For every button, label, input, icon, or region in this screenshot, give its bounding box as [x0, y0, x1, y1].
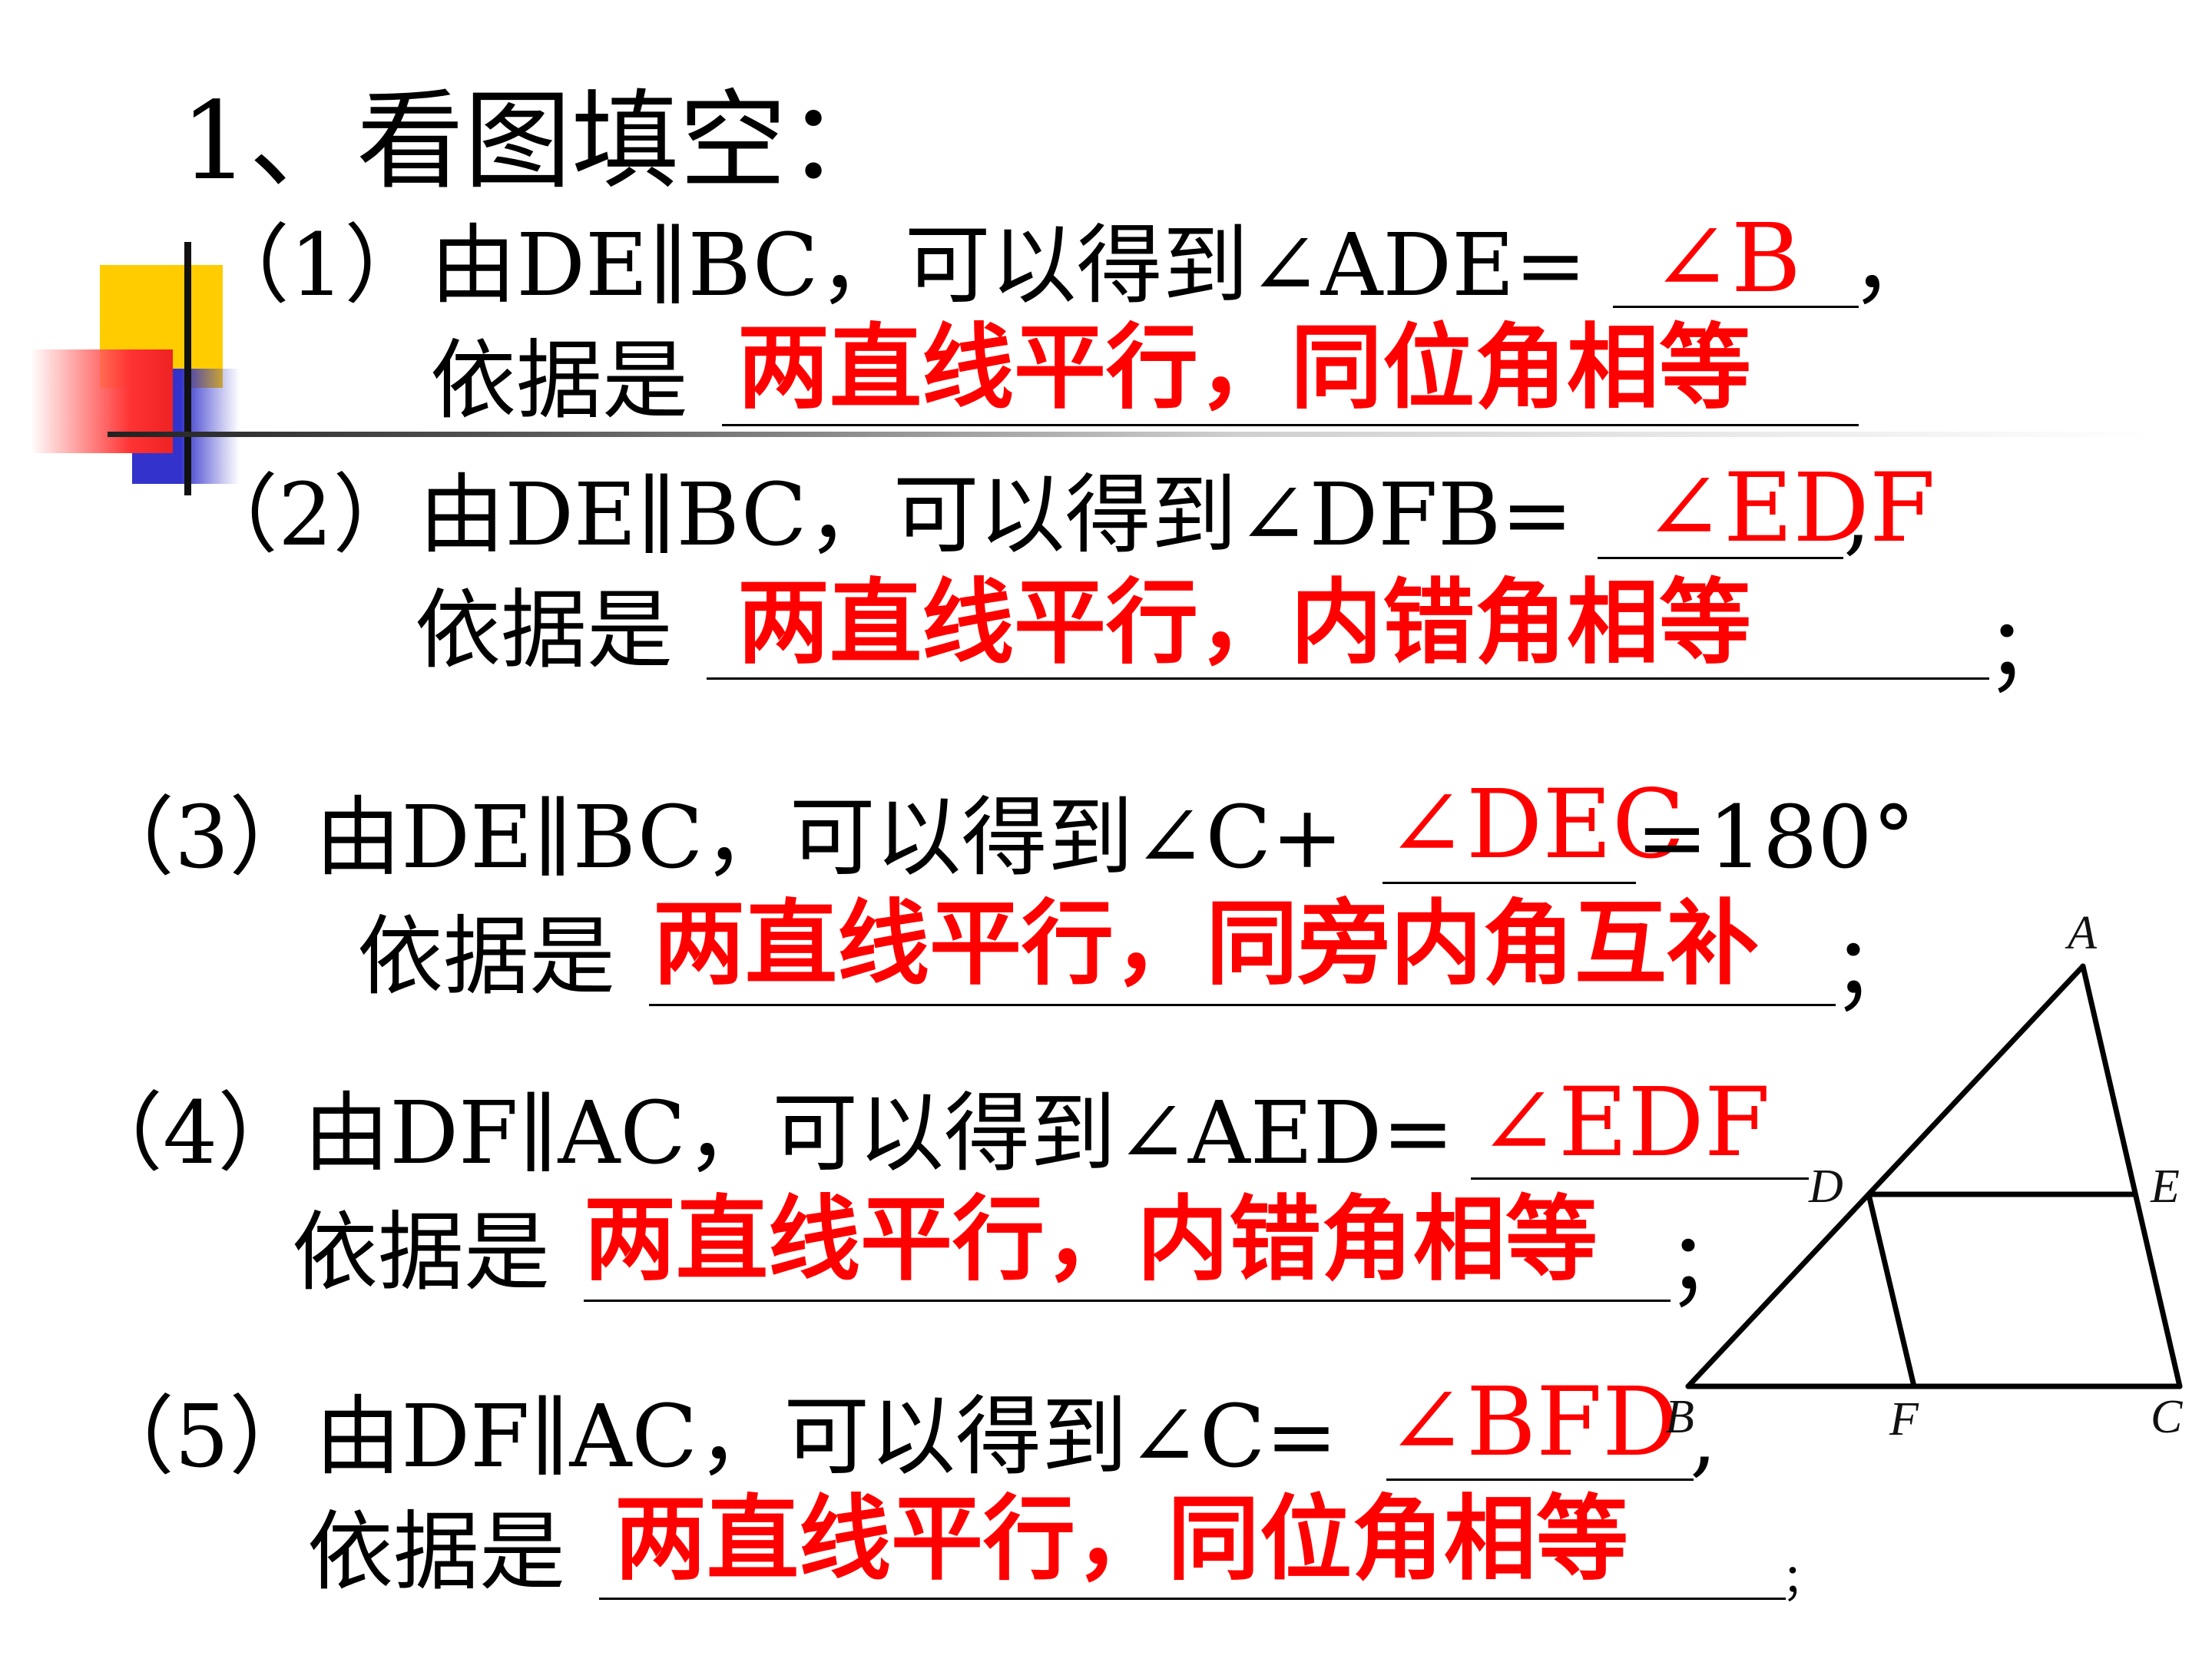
item-3-reason: 两直线平行，同旁内角互补 — [653, 891, 1759, 998]
item-5-reason-blank — [599, 1598, 1786, 1600]
item-2-basis-label: 依据是 — [415, 581, 673, 680]
item-2-reason-blank — [707, 677, 1989, 680]
item-5-stem: （5）由DF∥AC，可以得到∠C= — [88, 1387, 1338, 1487]
item-4-reason: 两直线平行，内错角相等 — [584, 1187, 1598, 1293]
item-5-after: , — [1690, 1387, 1717, 1487]
item-1-reason: 两直线平行，同位角相等 — [737, 315, 1751, 422]
item-2-stem: （2）由DE∥BC，可以得到∠DFB= — [192, 465, 1574, 565]
point-label-a: A — [2065, 907, 2098, 959]
item-1-answer-blank — [1613, 306, 1859, 308]
point-label-d: D — [1808, 1161, 1843, 1213]
item-5-answer: ∠BFD — [1386, 1367, 1679, 1478]
item-2-after: , — [1843, 465, 1871, 565]
item-3-reason-blank — [649, 1004, 1836, 1006]
deco-horizontal-line — [108, 432, 2151, 437]
item-4-stem: （4）由DF∥AC，可以得到∠AED= — [77, 1084, 1455, 1184]
item-3-basis-label: 依据是 — [357, 907, 615, 1007]
item-4-reason-end: ； — [1667, 1214, 1753, 1314]
item-5-reason-end: ； — [1782, 1555, 1825, 1605]
point-label-c: C — [2151, 1391, 2183, 1443]
deco-vertical-line — [184, 242, 191, 495]
item-1-answer: ∠B — [1651, 204, 1802, 314]
point-label-b: B — [1665, 1391, 1694, 1443]
item-3-answer: ∠DEC — [1386, 770, 1685, 880]
item-2-answer-blank — [1598, 557, 1843, 559]
item-5-reason: 两直线平行，同位角相等 — [614, 1486, 1628, 1593]
item-4-reason-blank — [584, 1300, 1671, 1302]
item-4-basis-label: 依据是 — [292, 1203, 550, 1303]
segment-df — [1866, 1191, 1917, 1389]
item-2-reason-end: ； — [1985, 600, 2071, 700]
page-title: 1、看图填空： — [180, 79, 895, 204]
item-1-stem: （1）由DE∥BC，可以得到∠ADE= — [204, 216, 1587, 316]
item-1-reason-blank — [722, 424, 1859, 426]
side-ac — [2080, 963, 2183, 1389]
item-2-answer: ∠EDF — [1644, 453, 1936, 564]
item-5-answer-blank — [1386, 1479, 1694, 1481]
side-ab — [1685, 963, 2086, 1389]
item-2-reason: 两直线平行，内错角相等 — [737, 570, 1751, 677]
item-1-after: ， — [1851, 216, 1937, 316]
item-3-reason-end: ； — [1832, 919, 1918, 1018]
point-label-e: E — [2150, 1161, 2180, 1213]
item-4-answer: ∠EDF — [1479, 1068, 1770, 1178]
item-3-after: =180° — [1636, 788, 1916, 888]
item-3-stem: （3）由DE∥BC，可以得到∠C+ — [88, 788, 1344, 888]
point-label-f: F — [1889, 1393, 1919, 1445]
item-1-basis-label: 依据是 — [430, 331, 688, 431]
item-5-basis-label: 依据是 — [307, 1502, 565, 1602]
item-4-answer-blank — [1471, 1177, 1809, 1180]
item-3-answer-blank — [1382, 882, 1636, 884]
